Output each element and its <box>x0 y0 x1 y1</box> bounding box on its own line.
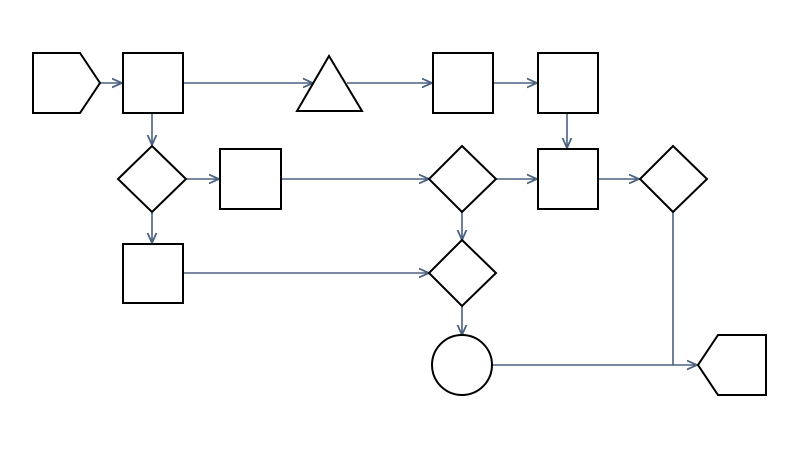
process-3-box[interactable] <box>537 52 599 114</box>
decision-1-diamond[interactable] <box>116 144 188 214</box>
nodes <box>32 52 767 396</box>
end-terminator-shape[interactable] <box>696 334 767 396</box>
process-6-box[interactable] <box>122 243 184 304</box>
decision-3-diamond[interactable] <box>638 144 709 214</box>
process-1-box[interactable] <box>122 52 184 114</box>
decision-4-diamond[interactable] <box>427 238 498 308</box>
connectors <box>100 83 697 365</box>
process-2-box[interactable] <box>432 52 494 114</box>
process-5-box[interactable] <box>537 148 599 210</box>
start-terminator-shape[interactable] <box>32 52 102 114</box>
extract-triangle-shape[interactable] <box>295 54 364 112</box>
decision-2-diamond[interactable] <box>427 144 498 214</box>
process-4-box[interactable] <box>219 148 282 210</box>
connector-circle[interactable] <box>431 334 493 396</box>
